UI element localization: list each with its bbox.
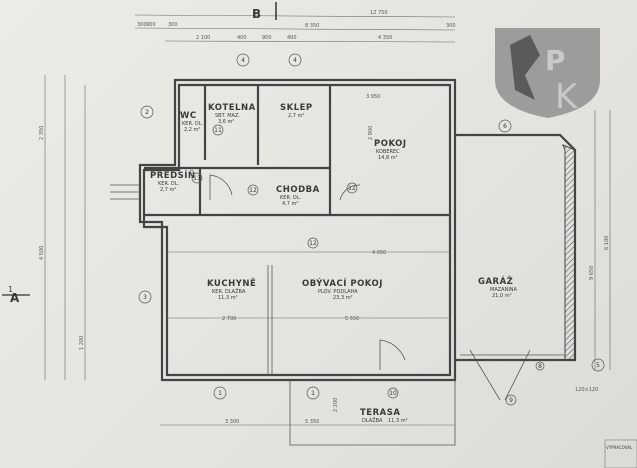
- door-mark: 13: [193, 175, 201, 182]
- door-mark: 11: [214, 127, 222, 134]
- room-area: 21,0 m²: [492, 293, 512, 299]
- stamp-text: VYPRACOVAL: [606, 445, 633, 450]
- room-name: PŘEDSÍŇ: [150, 169, 196, 181]
- top-dimensions: 12 750 8 350 300 900 300 2 100 400 900 4…: [134, 10, 456, 43]
- room-name: KOTELNA: [208, 103, 256, 113]
- door-mark: 12: [348, 185, 356, 192]
- room-predsin: PŘEDSÍŇ KER. DL. 2,7 m²: [150, 169, 196, 193]
- dim-label: 2 350: [39, 126, 45, 140]
- room-terasa: TERASA DLAŽBA 11,3 m² 3 300 5 350 2 200: [225, 398, 408, 425]
- room-floor: DLAŽBA: [362, 416, 383, 424]
- room-floor: KOBEREC: [376, 149, 400, 155]
- window-mark: 5: [596, 362, 600, 369]
- room-name: OBÝVACÍ POKOJ: [302, 277, 383, 289]
- dim-label: 2 200: [333, 398, 339, 412]
- window-mark: 3: [143, 294, 147, 301]
- window-mark: 4: [293, 57, 297, 64]
- section-mark-b: B: [252, 7, 261, 21]
- room-floor: MAZANINA: [490, 287, 518, 293]
- vpk-logo: P K: [495, 28, 600, 118]
- room-area: 11,3 m²: [388, 418, 408, 424]
- dim-main: 8 350: [305, 23, 319, 29]
- room-area: 11,3 m²: [218, 295, 238, 301]
- window-mark: 1: [311, 390, 315, 397]
- dim-label: 300: [168, 22, 178, 28]
- room-area: 3,6 m²: [218, 119, 234, 125]
- dim-label: 5 350: [305, 419, 319, 425]
- window-mark: 6: [503, 123, 507, 130]
- door-mark: 12: [309, 240, 317, 247]
- dim-label: 4 050: [372, 250, 386, 256]
- dim-label: 300: [137, 22, 147, 28]
- door-marks: 12 13 12 12 10 9 8 11: [191, 124, 545, 406]
- window-marks: 1 1 4 4 2 3 5 6: [138, 53, 605, 400]
- room-garaz: GARÁŽ MAZANINA 21,0 m²: [478, 275, 518, 299]
- door-mark: 9: [509, 397, 513, 404]
- room-kotelna: KOTELNA SBT. MAZ. 3,6 m²: [208, 103, 256, 125]
- dim-label: 900: [262, 35, 272, 41]
- window-mark: 2: [145, 109, 149, 116]
- dim-label: 4 350: [378, 35, 392, 41]
- section-mark-a: A: [10, 291, 20, 305]
- window-mark: 1: [218, 390, 222, 397]
- room-name: SKLEP: [280, 103, 313, 113]
- dim-label: 9 650: [589, 266, 595, 280]
- dim-overall: 12 750: [370, 10, 388, 16]
- title-stamp: VYPRACOVAL: [604, 439, 637, 468]
- door-mark: 8: [538, 363, 542, 370]
- door-mark: 10: [389, 390, 397, 397]
- room-floor: KER. DL.: [158, 181, 180, 187]
- logo-letters: K: [555, 77, 579, 117]
- room-name: TERASA: [360, 408, 400, 418]
- dim-label: 2 100: [196, 35, 210, 41]
- section-mark-a-num: 1: [8, 285, 13, 294]
- room-kuchyne: KUCHYNĚ KER. DLAŽBA 11,3 m² 2 700: [207, 277, 256, 322]
- dim-label: 6 100: [604, 236, 610, 250]
- left-dimensions: 2 350 4 500 1 200: [39, 75, 86, 380]
- room-area: 2,7 m²: [160, 187, 176, 193]
- lion-icon: [510, 35, 540, 100]
- dim-label: 3 300: [225, 419, 239, 425]
- dim-label: 4 500: [39, 246, 45, 260]
- logo-letters: P: [545, 44, 566, 77]
- window-mark: 4: [241, 57, 245, 64]
- right-dimensions: 9 650 6 100: [589, 110, 611, 370]
- room-pokoj: POKOJ KOBEREC 14,8 m² 3 950 2 900: [366, 94, 407, 161]
- room-wc: WC KER. DL. 2,2 m²: [180, 111, 204, 133]
- dim-label: 5 550: [345, 316, 359, 322]
- room-floor: KER. DLAŽBA: [212, 287, 246, 295]
- walls: [110, 78, 577, 446]
- dim-label: 300: [446, 23, 456, 29]
- room-area: 14,8 m²: [378, 155, 398, 161]
- room-sklep: SKLEP 2,7 m²: [280, 103, 313, 119]
- room-name: POKOJ: [374, 139, 407, 149]
- dim-label: 2 700: [222, 316, 236, 322]
- room-area: 2,2 m²: [184, 127, 200, 133]
- dim-label: 400: [237, 35, 247, 41]
- room-area: 23,3 m²: [333, 295, 353, 301]
- room-obyvaci-pokoj: OBÝVACÍ POKOJ PLOV. PODLAHA 23,3 m² 5 55…: [167, 250, 450, 322]
- window-size-label: 120×120: [575, 387, 598, 393]
- dim-label: 2 900: [368, 126, 374, 140]
- room-floor: KER. DL.: [182, 121, 204, 127]
- dim-label: 400: [287, 35, 297, 41]
- room-name: GARÁŽ: [478, 275, 513, 287]
- room-name: KUCHYNĚ: [207, 277, 256, 289]
- room-chodba: CHODBA KER. DL. 4,7 m²: [276, 185, 320, 207]
- dim-label: 1 200: [79, 336, 85, 350]
- room-floor: PLOV. PODLAHA: [318, 289, 358, 295]
- room-area: 2,7 m²: [288, 113, 304, 119]
- room-floor: SBT. MAZ.: [215, 113, 240, 119]
- room-floor: KER. DL.: [280, 195, 302, 201]
- room-name: CHODBA: [276, 185, 320, 195]
- dim-label: 900: [146, 22, 156, 28]
- dim-label: 3 950: [366, 94, 380, 100]
- room-area: 4,7 m²: [282, 201, 298, 207]
- door-mark: 12: [249, 187, 257, 194]
- room-name: WC: [180, 111, 197, 121]
